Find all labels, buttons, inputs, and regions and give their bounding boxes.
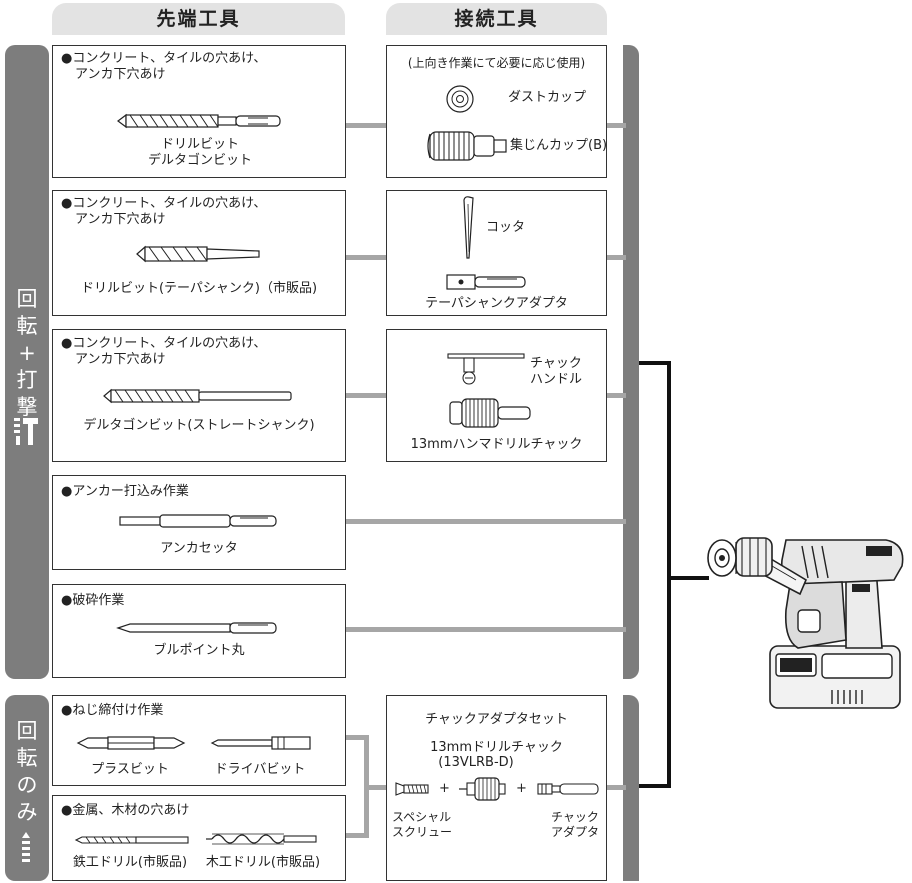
row1-tool-name-2: デルタゴンビット (147, 153, 252, 168)
main-line-to-tool (667, 576, 709, 580)
connector-line-row5 (346, 627, 626, 632)
rot-bracket-bottom (346, 833, 368, 838)
row7-desc: ●金属、木材の穴あけ (61, 803, 190, 818)
special-screw-label-1: スペシャル (392, 810, 452, 824)
row5-desc: ●破砕作業 (61, 593, 125, 608)
connector-box-chuck (386, 329, 607, 462)
row1-desc-line1: ●コンクリート、タイルの穴あけ、 (61, 51, 267, 66)
row5-tool-name: ブルポイント丸 (153, 643, 245, 658)
right-band-rotation-only (623, 695, 639, 881)
connector-box-dust (386, 45, 607, 178)
cotter-icon (463, 196, 474, 259)
special-screw-label-2: スクリュー (392, 825, 453, 839)
plus-sign-2: + (516, 781, 527, 796)
side-label-rotation-only: 回 転 の み (16, 719, 38, 824)
phillips-bit-icon (76, 736, 186, 750)
rotary-hammer-illustration (707, 537, 904, 709)
row3-desc-line2: アンカ下穴あけ (75, 352, 166, 367)
hammer-mode-icon (14, 418, 38, 445)
rot-bracket-mid (364, 785, 387, 790)
hammer-drill-chuck-icon (449, 398, 531, 428)
chuck-adapter-icon (537, 783, 599, 795)
metal-drill-icon (74, 836, 189, 844)
dust-collector-cup-icon (427, 131, 507, 161)
row3-desc-line1: ●コンクリート、タイルの穴あけ、 (61, 336, 267, 351)
hammer-drill-chuck-label: 13mmハンマドリルチャック (410, 437, 583, 452)
row2-desc-line2: アンカ下穴あけ (75, 212, 166, 227)
chuck-adapter-label-1: チャック (551, 810, 599, 824)
straight-shank-bit-icon (103, 388, 292, 404)
header-connection-tools: 接続工具 (386, 3, 607, 35)
chuck-key-label-1: チャック (530, 356, 582, 371)
cotter-label: コッタ (486, 220, 526, 235)
side-band-rotation-impact (5, 45, 49, 679)
chuck-key-label-2: ハンドル (530, 372, 583, 387)
connector-line-row4 (346, 519, 626, 524)
connector-line-row1b (606, 123, 626, 128)
row3-tool-name: デルタゴンビット(ストレートシャンク) (83, 418, 315, 433)
connector-box-taper (386, 190, 607, 316)
rot-bracket-top (346, 735, 368, 740)
tip-tool-box-1 (52, 45, 346, 178)
row1-tool-name-1: ドリルビット (160, 137, 239, 152)
drill-chuck-name-2: (13VLRB-D) (438, 755, 514, 770)
row6-tool-name-1: プラスビット (91, 762, 169, 777)
row7-tool-name-1: 鉄工ドリル(市販品) (72, 855, 188, 870)
connector-line-row2b (606, 255, 626, 260)
row4-tool-name: アンカセッタ (160, 541, 238, 556)
chuck-key-icon (447, 353, 525, 385)
connector-line-row3 (346, 393, 386, 398)
row6-desc: ●ねじ締付け作業 (61, 703, 164, 718)
chuck-adapter-label-2: アダプタ (551, 825, 600, 839)
adapter-set-title: チャックアダプタセット (425, 712, 568, 727)
dust-collector-cup-label: 集じんカップ(B) (510, 138, 608, 153)
anchor-setter-icon (119, 514, 277, 528)
drill-chuck-name-1: 13mmドリルチャック (430, 740, 563, 755)
right-band-rotation-impact (623, 45, 639, 679)
dust-cup-label: ダストカップ (508, 90, 587, 105)
bull-point-icon (116, 622, 277, 634)
taper-adapter-label: テーパシャンクアダプタ (425, 296, 568, 311)
side-label-rotation-impact: 回 転 + 打 撃 (16, 287, 38, 419)
row7-tool-name-2: 木工ドリル(市販品) (205, 855, 321, 870)
dust-cup-icon (446, 85, 474, 113)
plus-sign-1: + (439, 781, 450, 796)
driver-bit-icon (210, 736, 311, 750)
row2-desc-line1: ●コンクリート、タイルの穴あけ、 (61, 196, 267, 211)
connector-line-row3b (606, 393, 626, 398)
main-line-top (639, 361, 671, 365)
main-line-bottom (639, 784, 671, 788)
drill-bit-icon (117, 113, 281, 129)
header-tip-tools: 先端工具 (52, 3, 345, 35)
taper-drill-bit-icon (136, 245, 260, 263)
wood-drill-icon (206, 833, 317, 845)
dust-note: (上向き作業にて必要に応じ使用) (407, 56, 586, 70)
main-line-vertical (667, 361, 671, 788)
connector-line-row2 (346, 255, 386, 260)
taper-adapter-icon (446, 274, 526, 290)
connector-line-bottom (606, 785, 626, 790)
row6-tool-name-2: ドライバビット (214, 762, 306, 777)
drill-chuck-icon (459, 777, 506, 801)
special-screw-icon (395, 782, 429, 796)
row2-tool-name: ドリルビット(テーパシャンク)（市販品) (80, 281, 318, 296)
row4-desc: ●アンカー打込み作業 (61, 484, 189, 499)
row1-desc-line2: アンカ下穴あけ (75, 67, 166, 82)
drill-mode-icon (22, 832, 30, 862)
